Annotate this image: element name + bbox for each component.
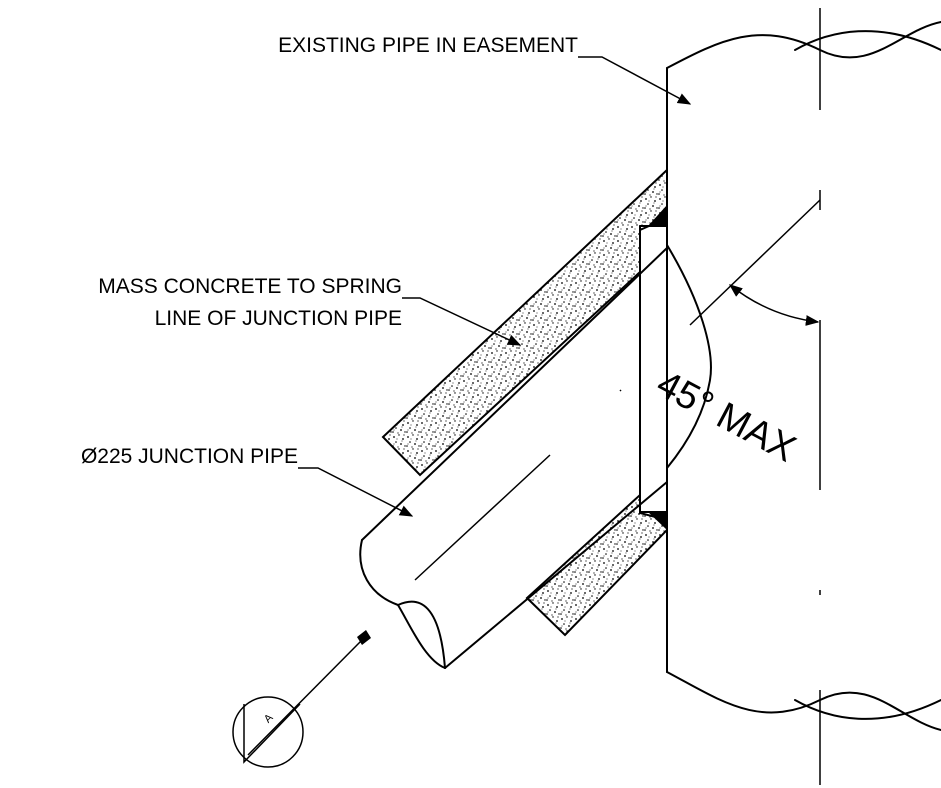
angle-label: 45° MAX [650, 363, 802, 471]
mass-concrete-label-line1: MASS CONCRETE TO SPRING [98, 275, 402, 298]
junction-pipe-label: Ø225 JUNCTION PIPE [81, 445, 298, 468]
angle-dimension [728, 284, 820, 326]
junction-pipe-centerline-extension [689, 199, 821, 326]
leader-mass-concrete [402, 297, 522, 346]
leader-existing-pipe [578, 56, 692, 105]
mass-concrete-lower [525, 492, 668, 637]
mass-concrete-label-line2: LINE OF JUNCTION PIPE [155, 307, 402, 330]
section-marker-label: A [262, 711, 276, 725]
junction-connection [639, 205, 712, 530]
section-marker: A [232, 630, 371, 768]
leader-junction-pipe [298, 467, 414, 517]
junction-pipe [359, 199, 821, 669]
existing-pipe-label: EXISTING PIPE IN EASEMENT [278, 34, 578, 57]
junction-pipe-centerline [414, 454, 551, 581]
mass-concrete-upper [381, 167, 668, 477]
